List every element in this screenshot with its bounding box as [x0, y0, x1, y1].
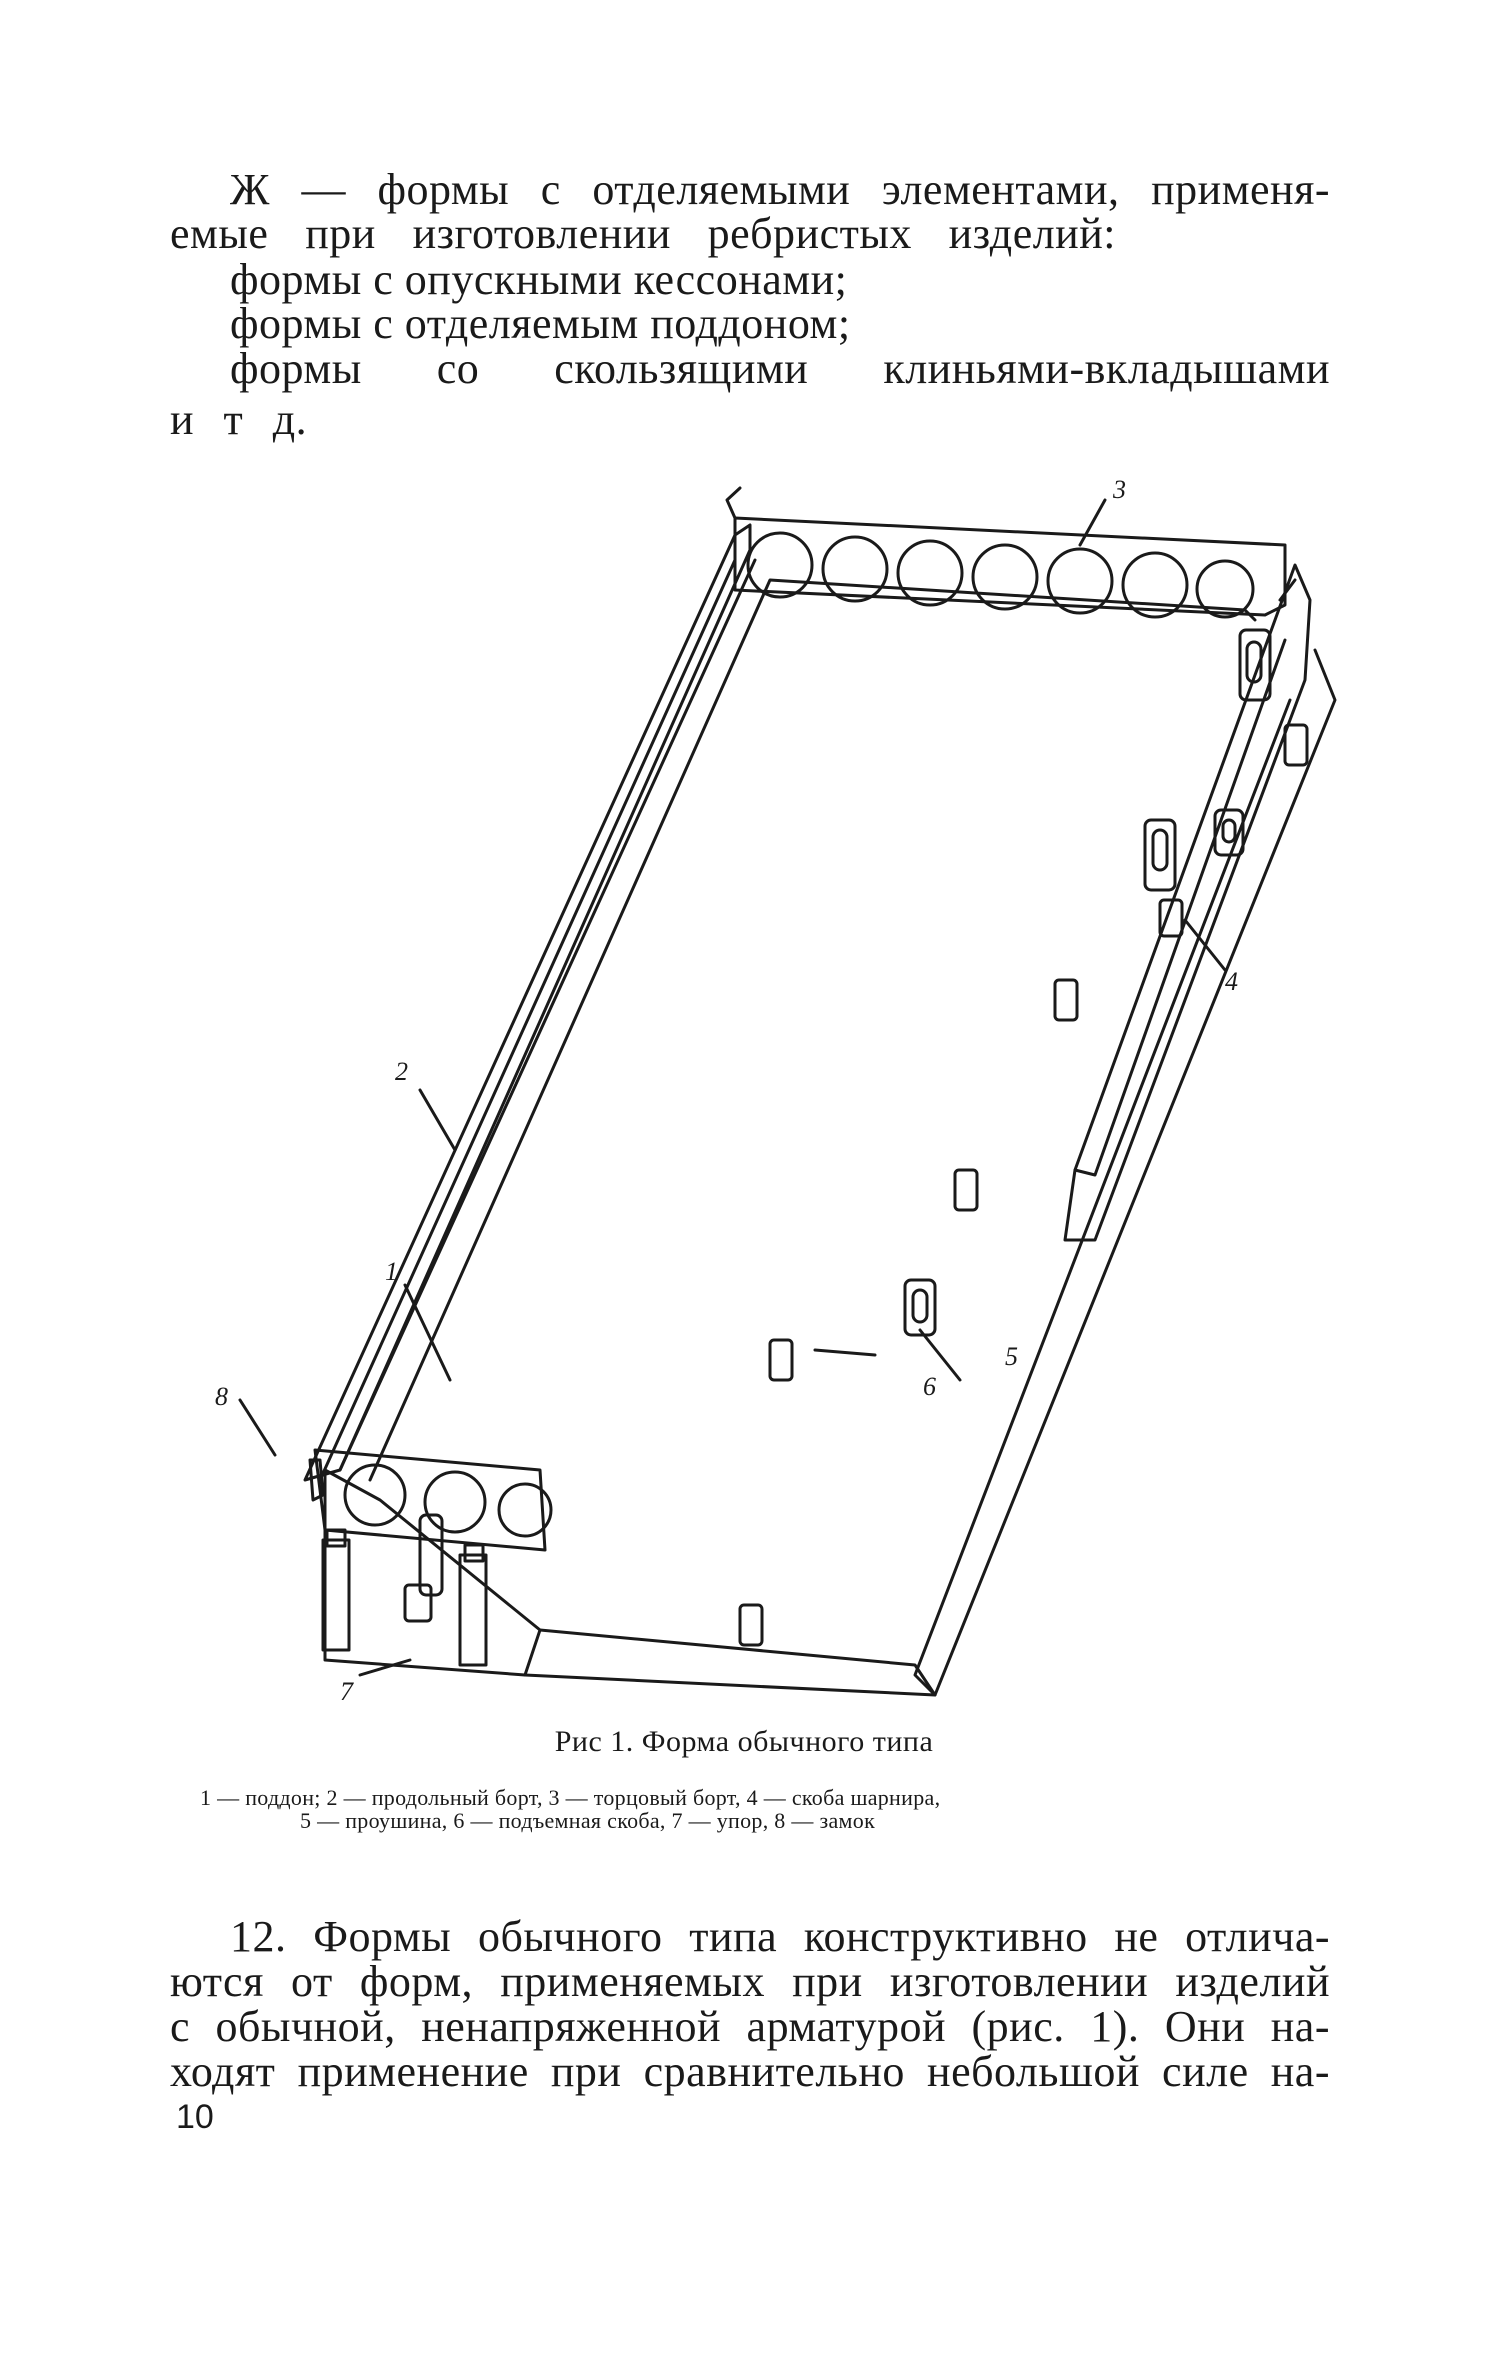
body-line-4: ходят применение при сравнительно неболь…	[170, 2047, 1330, 2096]
leader-4	[1183, 918, 1227, 972]
leader-6	[918, 1328, 962, 1382]
figure-legend-line-1: 1 — поддон; 2 — продольный борт, 3 — тор…	[200, 1785, 941, 1810]
lug-5c	[768, 1338, 794, 1382]
end-board-top	[733, 516, 1287, 617]
leader-2	[418, 1088, 457, 1152]
end-board-bottom	[313, 1448, 547, 1552]
intro-line-3: формы с опускными кессонами;	[230, 255, 848, 304]
leader-7	[358, 1658, 412, 1677]
pallet-outline	[323, 1468, 542, 1677]
intro-line-6: и т д.	[170, 395, 308, 444]
intro-line-2: емые при изготовлении ребристых изделий:	[170, 209, 1116, 258]
stop-left	[321, 1538, 351, 1652]
lug-5a	[1053, 978, 1079, 1022]
pallet-front-edge	[523, 1628, 937, 1697]
callout-6: 6	[923, 1372, 936, 1401]
figure-mould-drawing: 1 2 3 4 5 6 7 8	[195, 470, 1355, 1720]
callout-8: 8	[215, 1382, 228, 1411]
lock-8	[308, 1458, 325, 1502]
stop-right	[458, 1553, 488, 1667]
lug-5b	[953, 1168, 979, 1212]
hinge-bracket	[1238, 628, 1272, 702]
leader-1	[403, 1283, 452, 1382]
intro-line-4: формы с отделяемым поддоном;	[230, 299, 851, 348]
body-line-1: 12. Формы обычного типа конструктивно не…	[230, 1912, 1330, 1961]
figure-caption: Рис 1. Форма обычного типа	[554, 1725, 934, 1758]
intro-line-1: Ж — формы с отделяемыми элементами, прим…	[230, 165, 1330, 214]
body-line-3: с обычной, ненапряженной арматурой (рис.…	[170, 2002, 1330, 2051]
lifting-bracket-6	[903, 1278, 937, 1337]
leader-3	[1078, 498, 1107, 547]
leader-5	[813, 1348, 877, 1357]
page-number: 10	[176, 2098, 214, 2136]
callout-3: 3	[1112, 475, 1126, 504]
intro-line-5: формы со скользящими клиньями-вкладышами	[230, 344, 1330, 393]
body-line-2: ются от форм, применяемых при изготовлен…	[170, 1957, 1330, 2006]
left-side-board	[303, 523, 752, 1482]
callout-2: 2	[395, 1057, 408, 1086]
callout-7: 7	[340, 1677, 354, 1706]
lug-front	[738, 1603, 764, 1647]
callout-4: 4	[1225, 967, 1238, 996]
callout-5: 5	[1005, 1342, 1018, 1371]
leader-8	[238, 1398, 277, 1457]
mould-drawing: 1 2 3 4 5 6 7 8	[215, 475, 1337, 1706]
figure-legend-line-2: 5 — проушина, 6 — подъемная скоба, 7 — у…	[300, 1808, 876, 1833]
pallet-floor-edge	[368, 578, 1257, 1482]
callout-1: 1	[385, 1257, 398, 1286]
right-side-board	[1063, 563, 1312, 1242]
